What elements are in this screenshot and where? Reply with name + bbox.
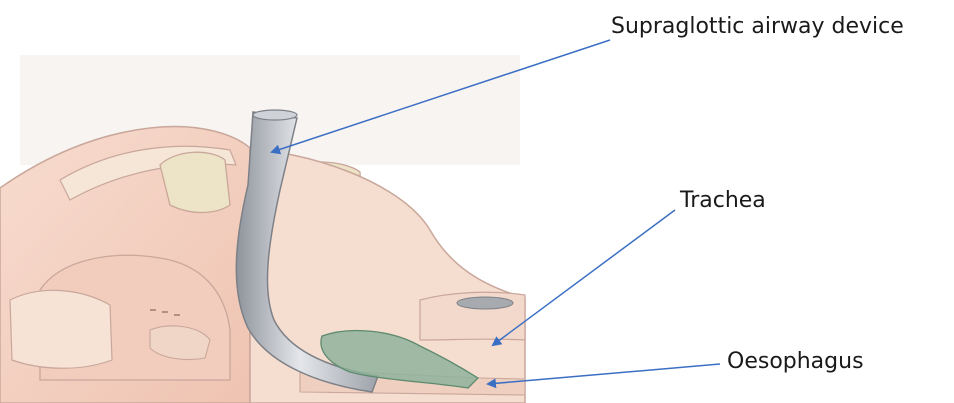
larynx-cartilage — [457, 297, 513, 309]
label-trachea: Trachea — [680, 188, 766, 213]
skull-base-bone — [160, 152, 230, 212]
arrow-trachea — [493, 210, 675, 345]
label-supraglottic-airway-device: Supraglottic airway device — [611, 14, 904, 39]
label-oesophagus: Oesophagus — [727, 349, 864, 374]
jaw — [10, 290, 112, 368]
tube-opening — [253, 110, 297, 120]
